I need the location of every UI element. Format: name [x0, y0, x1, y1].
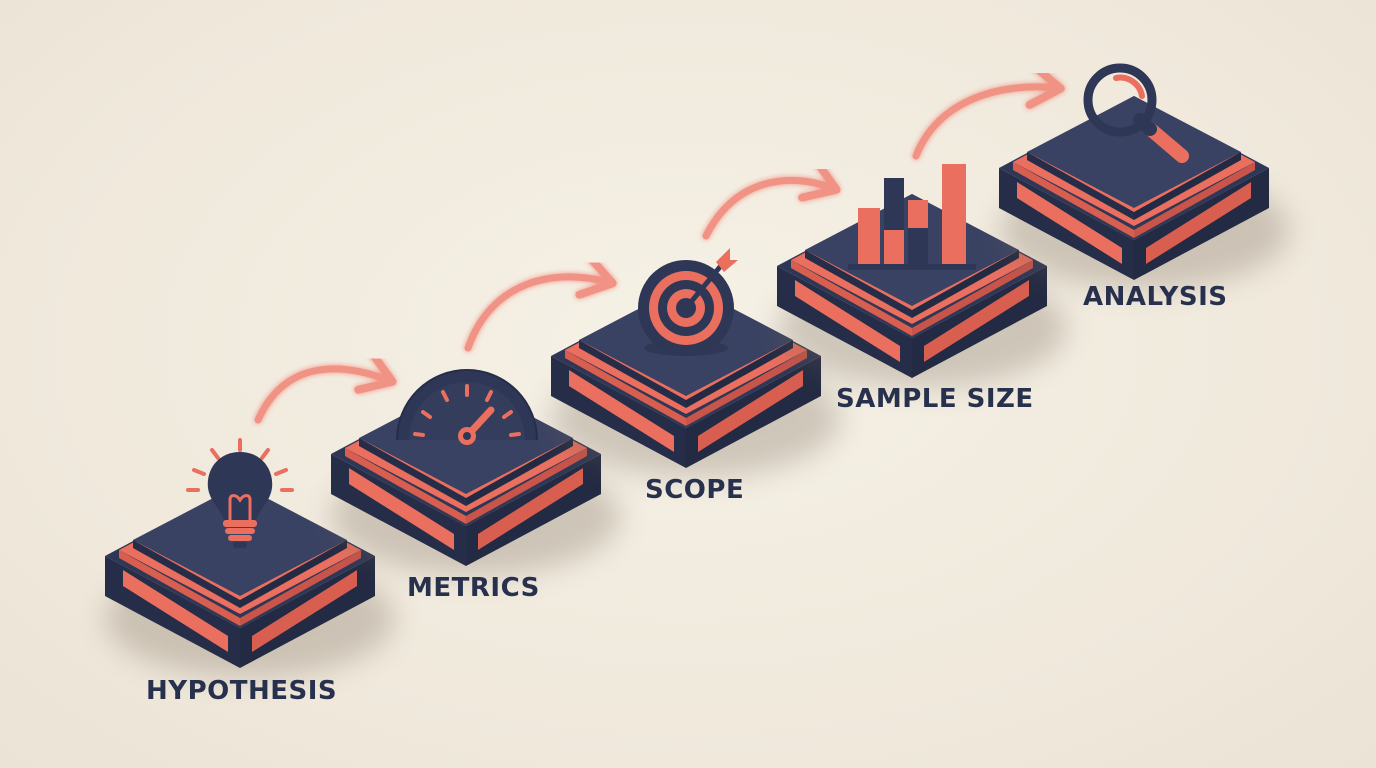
connector-arrows: [254, 61, 1065, 424]
step-label-metrics: METRICS: [407, 573, 540, 603]
step-label-scope: SCOPE: [645, 475, 745, 505]
target-icon: [638, 248, 738, 356]
step-platforms: [105, 96, 1289, 678]
lightbulb-icon: [186, 438, 294, 548]
arrow-3: [702, 157, 841, 240]
platform-hypothesis: [105, 484, 395, 678]
step-label-sample-size: SAMPLE SIZE: [836, 384, 1034, 414]
arrow-2: [464, 252, 617, 352]
arrow-1: [254, 349, 397, 424]
step-label-hypothesis: HYPOTHESIS: [146, 676, 338, 706]
arrow-4: [912, 61, 1065, 160]
bar-chart-icon: [848, 164, 976, 270]
step-icons: [186, 63, 1189, 548]
gauge-icon: [396, 369, 538, 445]
magnifier-icon: [1083, 63, 1189, 163]
step-label-analysis: ANALYSIS: [1083, 282, 1228, 312]
platform-analysis: [999, 96, 1289, 290]
